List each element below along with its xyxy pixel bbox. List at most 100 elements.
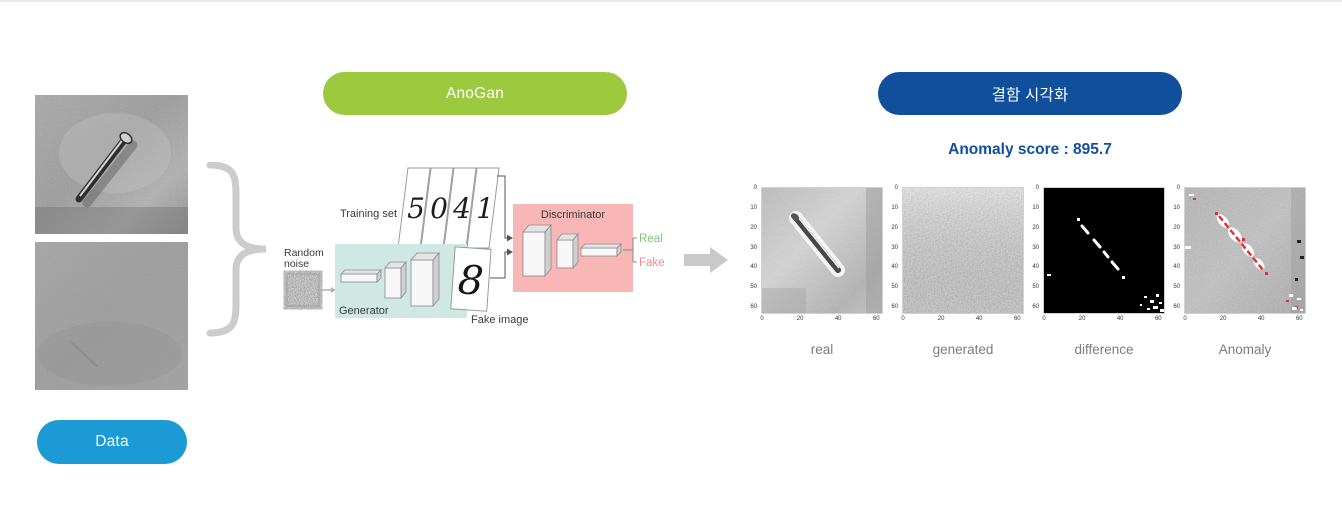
- plot-anomaly-graphic: [1185, 188, 1305, 313]
- x-tick-label: 40: [975, 316, 983, 322]
- x-tick-label: 20: [1219, 316, 1227, 322]
- y-tick-label: 0: [1176, 185, 1180, 191]
- nail-graphic: [75, 131, 138, 208]
- discriminator-label: Discriminator: [541, 209, 606, 221]
- y-tick-label: 20: [1032, 224, 1039, 231]
- difference-speckles: [1047, 218, 1164, 312]
- anomaly-dark-specks: [1295, 240, 1304, 281]
- data-button[interactable]: Data: [37, 420, 187, 464]
- anomaly-corner-speckles: [1289, 294, 1303, 311]
- plot-real: 0 10 20 30 40 50 60: [744, 185, 884, 366]
- y-tick-label: 10: [891, 204, 898, 211]
- y-tick-label: 10: [1173, 204, 1180, 211]
- y-tick-label: 30: [891, 244, 898, 251]
- result-plots: 0 10 20 30 40 50 60: [744, 185, 1342, 366]
- y-tick-label: 60: [891, 304, 898, 310]
- discriminator-layers: [522, 223, 622, 278]
- arrowhead: [507, 234, 513, 242]
- plot-difference-axes: [1043, 187, 1165, 314]
- y-tick-label: 10: [750, 204, 757, 211]
- plot-difference: 0 10 20 30 40 50 60: [1026, 185, 1166, 366]
- y-tick-label: 50: [1032, 284, 1039, 291]
- curly-brace-graphic: [206, 161, 267, 337]
- output-fake-label: Fake: [639, 257, 665, 269]
- arrowhead: [507, 248, 513, 256]
- defect-visualization-button-label: 결함 시각화: [991, 86, 1069, 104]
- plot-real-axes: [761, 187, 883, 314]
- y-tick-label: 20: [1173, 224, 1180, 231]
- connector-lines: [490, 175, 507, 279]
- y-tick-label: 20: [891, 224, 898, 231]
- arrowhead: [331, 287, 336, 293]
- training-digit: 5: [407, 192, 425, 225]
- flow-arrow-graphic: [684, 247, 728, 273]
- random-noise-label-line2: noise: [284, 258, 309, 270]
- curly-brace: [204, 161, 274, 337]
- output-real-label: Real: [639, 233, 663, 245]
- fake-digit: 8: [456, 257, 485, 305]
- plot-difference-graphic: [1044, 188, 1164, 313]
- y-tick-label: 30: [750, 244, 757, 251]
- y-tick-label: 50: [891, 284, 898, 291]
- normal-sample-graphic: [35, 242, 188, 390]
- x-tick-label: 20: [796, 316, 804, 322]
- x-tick-label: 60: [872, 316, 880, 322]
- plot-real-graphic: [762, 188, 882, 313]
- y-tick-label: 0: [753, 185, 757, 191]
- x-tick-label: 40: [834, 316, 842, 322]
- x-tick-label: 20: [937, 316, 945, 322]
- x-tick-label: 0: [1042, 316, 1046, 322]
- plot-anomaly-label: Anomaly: [1218, 342, 1272, 357]
- x-tick-label: 0: [760, 316, 764, 322]
- training-digit: 0: [430, 192, 448, 225]
- data-button-label: Data: [95, 433, 129, 450]
- x-tick-label: 40: [1116, 316, 1124, 322]
- anogan-button-label: AnoGan: [445, 84, 505, 102]
- difference-diagonal: [1080, 224, 1120, 271]
- plot-generated-axes: [902, 187, 1024, 314]
- defect-visualization-button[interactable]: 결함 시각화: [878, 72, 1182, 115]
- normal-sample-image: [35, 242, 188, 390]
- anogan-button[interactable]: AnoGan: [323, 72, 627, 115]
- random-noise-label: Random noise: [284, 247, 327, 270]
- y-tick-label: 30: [1032, 244, 1039, 251]
- x-tick-label: 0: [1183, 316, 1187, 322]
- y-tick-label: 0: [894, 185, 898, 191]
- y-tick-label: 40: [1173, 264, 1180, 271]
- y-tick-label: 40: [750, 264, 757, 271]
- anomaly-score-text: Anomaly score : 895.7: [948, 141, 1112, 158]
- plot-real-label: real: [810, 342, 834, 357]
- anomaly-red-line: [1218, 215, 1264, 271]
- training-digit: 1: [476, 192, 494, 225]
- y-tick-label: 60: [1032, 304, 1039, 310]
- plot-real-xticks: 0 20 40 60: [760, 316, 882, 324]
- y-tick-label: 50: [1173, 284, 1180, 291]
- plot-generated-label: generated: [932, 342, 994, 357]
- flow-arrow-icon: [684, 245, 730, 275]
- x-tick-label: 40: [1257, 316, 1265, 322]
- y-tick-label: 10: [1032, 204, 1039, 211]
- plot-difference-label: difference: [1074, 342, 1134, 357]
- generator-layers: [340, 251, 440, 308]
- training-set-label: Training set: [340, 208, 397, 220]
- output-bracket: [623, 237, 637, 263]
- fake-image-card: 8: [450, 246, 492, 312]
- gan-architecture-diagram: Training set 5 0 4 1 Random: [283, 160, 678, 340]
- training-digit: 4: [452, 192, 471, 225]
- y-tick-label: 50: [750, 284, 757, 291]
- x-tick-label: 20: [1078, 316, 1086, 322]
- plot-generated-graphic: [903, 188, 1023, 313]
- y-tick-label: 60: [750, 304, 757, 310]
- defect-sample-graphic: [35, 95, 188, 234]
- x-tick-label: 60: [1013, 316, 1021, 322]
